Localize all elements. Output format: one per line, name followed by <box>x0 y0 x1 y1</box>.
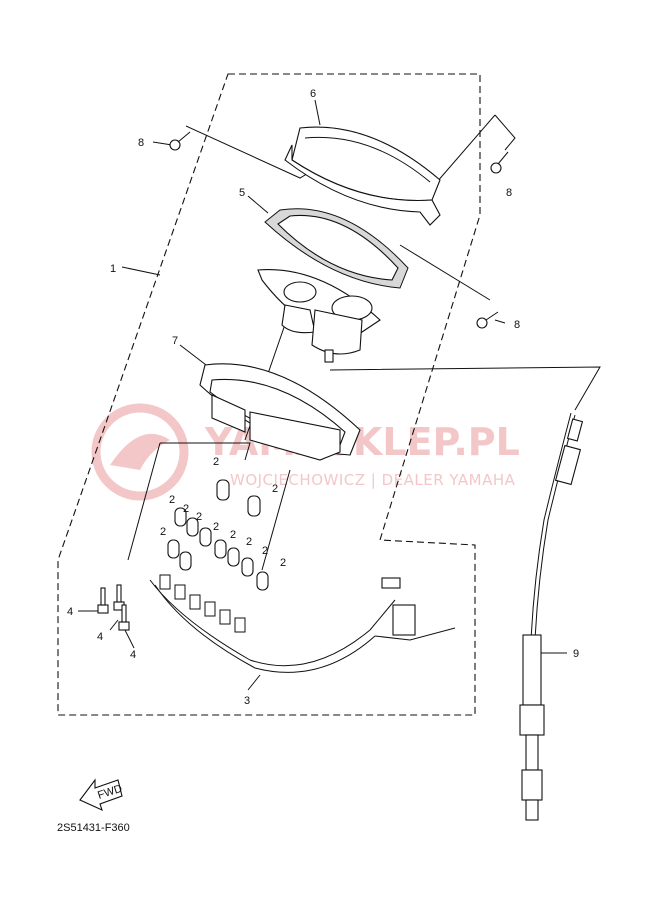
callout-labels: 1 2 2 2 2 2 2 2 2 2 2 2 3 4 4 4 5 6 7 8 … <box>67 88 579 707</box>
callout-1: 1 <box>110 263 116 275</box>
callout-2: 2 <box>169 494 175 506</box>
callout-2: 2 <box>196 511 202 523</box>
callout-5: 5 <box>239 187 245 199</box>
callout-8: 8 <box>506 187 512 199</box>
callout-2: 2 <box>272 483 278 495</box>
diagram-code: 2S51431-F360 <box>57 822 130 834</box>
screws-part <box>97 584 130 631</box>
callout-3: 3 <box>244 695 250 707</box>
callout-2: 2 <box>183 503 189 515</box>
callout-2: 2 <box>246 536 252 548</box>
callout-8: 8 <box>514 319 520 331</box>
callout-2: 2 <box>213 456 219 468</box>
assembly-boundary <box>57 73 481 716</box>
bulbs-part <box>167 479 269 591</box>
callout-2: 2 <box>160 526 166 538</box>
watermark-tagline: WOJCIECHOWICZ | DEALER YAMAHA <box>230 471 516 489</box>
callout-9: 9 <box>573 648 579 660</box>
speedometer-cable-part <box>519 412 584 821</box>
callout-7: 7 <box>172 335 178 347</box>
watermark-logo-mark <box>110 433 170 470</box>
callout-4: 4 <box>67 606 73 618</box>
callout-6: 6 <box>310 88 316 100</box>
meter-cover-part <box>284 126 441 226</box>
callout-2: 2 <box>213 521 219 533</box>
dial-plate-part <box>257 269 381 363</box>
callout-2: 2 <box>280 557 286 569</box>
leader-lines <box>78 99 601 691</box>
fwd-arrow-icon: FWD <box>79 778 124 812</box>
callout-2: 2 <box>230 529 236 541</box>
meter-case-part <box>199 363 361 461</box>
lens-part <box>264 208 409 289</box>
wire-harness-part <box>149 574 456 673</box>
callout-4: 4 <box>97 631 103 643</box>
cover-screws-part <box>169 131 509 329</box>
callout-2: 2 <box>262 545 268 557</box>
callout-4: 4 <box>130 649 136 661</box>
callout-8: 8 <box>138 137 144 149</box>
